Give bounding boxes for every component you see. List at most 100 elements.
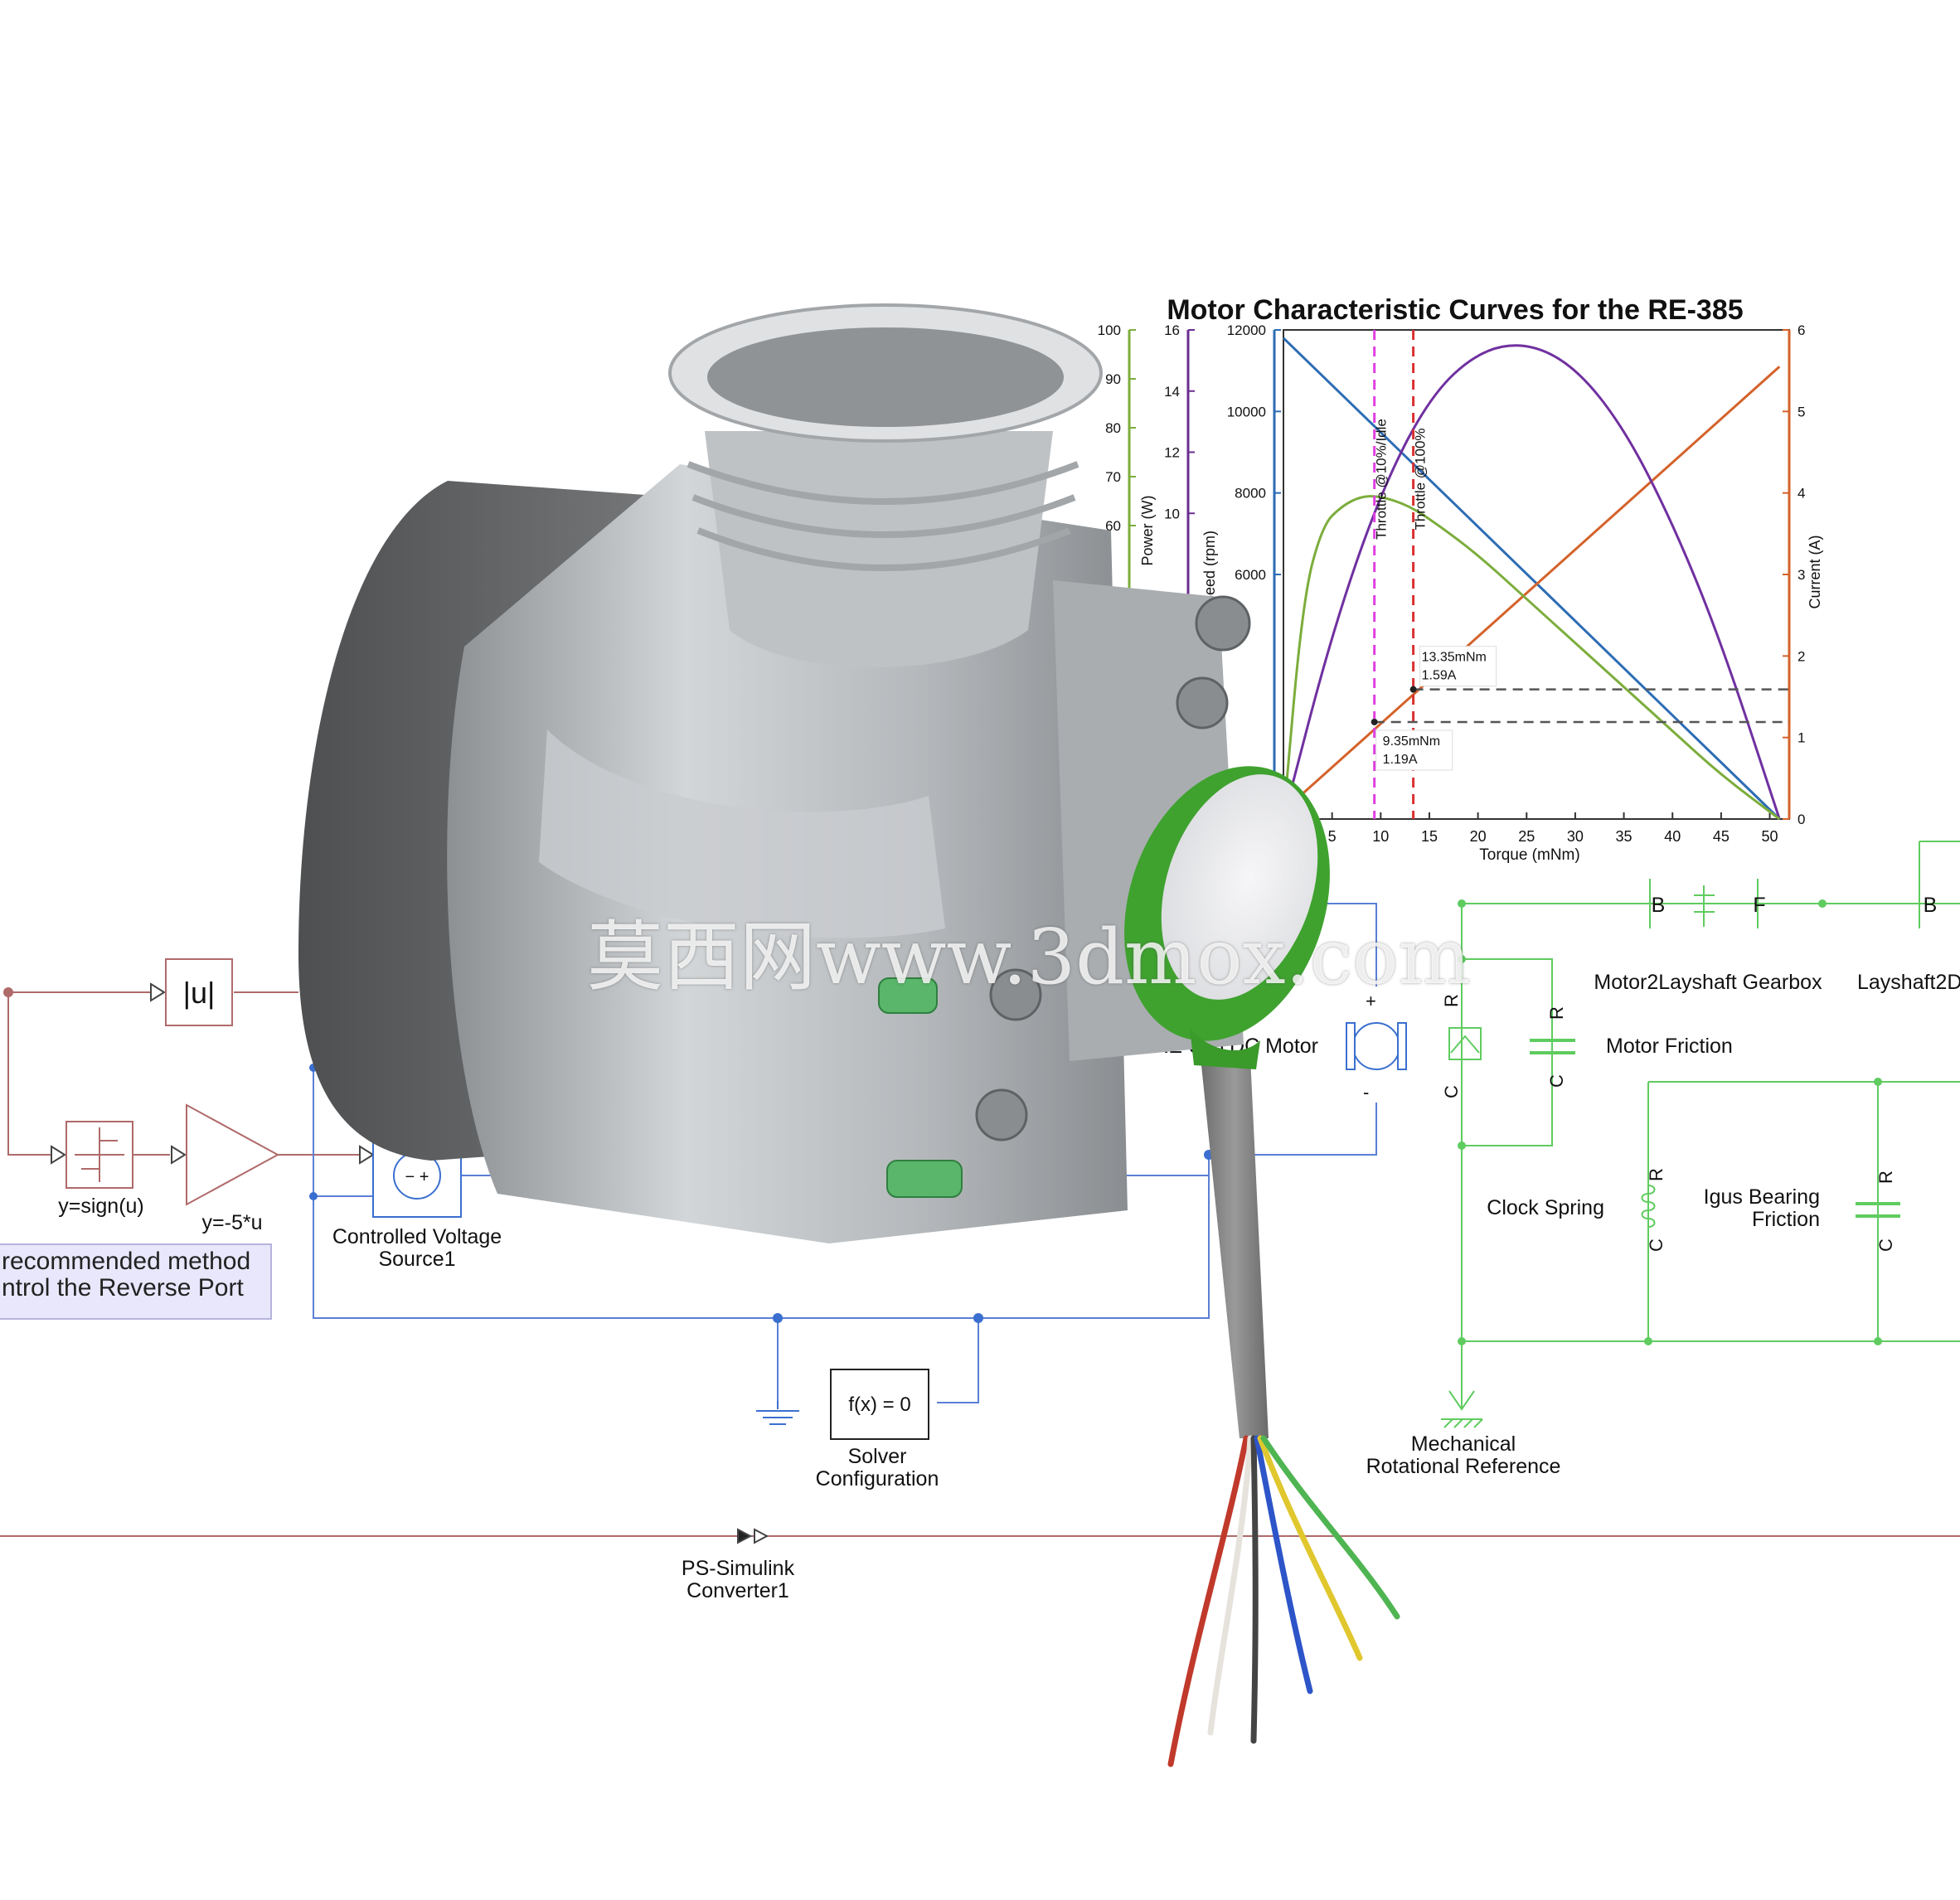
abs-symbol: |u|	[183, 976, 216, 1010]
signal-arrows	[51, 982, 769, 1544]
mechanical-junctions	[1458, 899, 1882, 1345]
y-tick-label-1: 12	[1164, 445, 1180, 461]
sensor-cable	[1201, 1057, 1269, 1438]
y-tick-label-0: 60	[1105, 518, 1121, 534]
solver-label-2: Configuration	[816, 1467, 939, 1490]
solver-block[interactable]	[830, 1369, 929, 1440]
motor-port-r: R	[1441, 994, 1462, 1007]
layshaft-label: Layshaft2D	[1857, 971, 1960, 994]
friction-port-c: C	[1546, 1074, 1567, 1088]
gain-block[interactable]	[186, 1103, 280, 1206]
throttle-label-1: Throttle @100%	[1413, 428, 1429, 530]
sensor-face	[1161, 774, 1318, 1000]
signal-lines	[0, 991, 1960, 1537]
abs-block[interactable]	[165, 958, 233, 1026]
signal-junction	[3, 987, 13, 997]
y-tick-label-0: 90	[1105, 371, 1121, 387]
motor-port-c: C	[1441, 1085, 1462, 1098]
mechanical-reference-icon[interactable]	[1441, 1341, 1483, 1428]
annotation-point-0	[1409, 686, 1417, 693]
sign-label: y=sign(u)	[58, 1195, 144, 1218]
y-axis-title-1: Speed (rpm)	[1201, 531, 1218, 613]
spring-port-c: C	[1646, 1238, 1666, 1252]
series-line-1	[1282, 366, 1781, 812]
clock-spring-icon[interactable]	[1641, 1185, 1656, 1228]
gearbox-port-b: B	[1652, 894, 1666, 917]
green-fittings	[878, 977, 963, 1198]
y-tick-label-2: 10000	[1227, 404, 1266, 419]
y-tick-label-2: 12000	[1227, 322, 1266, 338]
motor-friction-icon[interactable]	[1530, 1039, 1575, 1054]
motor-plus-port: +	[1366, 991, 1376, 1011]
x-tick-label: 15	[1421, 828, 1438, 845]
bearing-port-c: C	[1875, 1238, 1896, 1252]
annotation-point-1	[1371, 718, 1378, 725]
y-tick-label-right: 6	[1797, 322, 1805, 338]
y-tick-label-0: 70	[1105, 469, 1121, 485]
annotation-torque-1: 9.35mNm	[1383, 734, 1440, 749]
friction-port-r: R	[1546, 1006, 1567, 1020]
gearbox-block[interactable]	[1694, 885, 1715, 927]
x-tick-label: 50	[1762, 828, 1778, 845]
solver-formula: f(x) = 0	[848, 1393, 910, 1416]
watermark: 莫西网www.3dmox.com	[587, 913, 1471, 1001]
series-line-2	[1282, 344, 1781, 820]
y-tick-label-2: 6000	[1235, 567, 1266, 583]
svg-text:− +: − +	[405, 1168, 429, 1186]
voltage-source-label-1: Controlled Voltage	[332, 1225, 502, 1248]
igus-bearing-icon[interactable]	[1856, 1202, 1900, 1218]
mech-ref-label-1: Mechanical	[1411, 1432, 1516, 1456]
igus-bearing-label-1: Igus Bearing	[1704, 1185, 1820, 1209]
y-tick-label-1: 14	[1164, 384, 1180, 400]
y-tick-label-right: 4	[1797, 486, 1805, 502]
annotation-torque-0: 13.35mNm	[1422, 651, 1487, 665]
electrical-ground-icon	[756, 1401, 799, 1425]
y-tick-label-0: 100	[1098, 322, 1121, 338]
layshaft-port-b: B	[1924, 894, 1938, 917]
voltage-source-label-2: Source1	[378, 1248, 455, 1271]
y-axis-title-right: Current (A)	[1807, 535, 1823, 608]
sign-icon	[75, 1127, 124, 1182]
bolt-heads	[975, 595, 1251, 1141]
bearing-port-r: R	[1875, 1171, 1896, 1184]
series-line-0	[1282, 337, 1781, 821]
clock-spring-label: Clock Spring	[1487, 1196, 1604, 1219]
y-tick-label-right: 2	[1797, 648, 1805, 664]
throttle-label-0: Throttle @10%/Idle	[1374, 419, 1390, 540]
y-tick-label-right: 3	[1797, 567, 1805, 583]
y-tick-label-2: 8000	[1235, 486, 1266, 502]
note-line-1: recommended method	[2, 1248, 251, 1275]
x-tick-label: 40	[1664, 828, 1681, 845]
motor-minus-port: -	[1363, 1082, 1369, 1103]
motor-friction-label: Motor Friction	[1606, 1035, 1733, 1058]
note-line-2: ntrol the Reverse Port	[2, 1274, 244, 1301]
igus-bearing-label-2: Friction	[1752, 1208, 1820, 1231]
dc-motor-icon[interactable]	[1346, 1022, 1407, 1070]
electrical-junctions	[309, 1064, 1214, 1323]
y-tick-label-right: 1	[1797, 730, 1805, 746]
annotation-note[interactable]: recommended method ntrol the Reverse Por…	[0, 1243, 272, 1320]
x-tick-label: 20	[1470, 828, 1487, 845]
gearbox-port-f: F	[1753, 894, 1765, 917]
gain-label: y=-5*u	[202, 1211, 263, 1234]
x-tick-label: 5	[1328, 828, 1337, 845]
y-tick-label-1: 16	[1164, 322, 1180, 338]
y-axis-title-0: Power (W)	[1139, 496, 1156, 566]
x-tick-label: 45	[1713, 828, 1730, 845]
x-tick-label: 25	[1518, 828, 1535, 845]
housing-highlight	[539, 729, 945, 938]
x-tick-label: 10	[1372, 828, 1389, 845]
solver-label-1: Solver	[848, 1445, 907, 1468]
y-tick-label-right: 5	[1797, 404, 1805, 419]
spring-port-r: R	[1646, 1168, 1666, 1181]
chart-title: Motor Characteristic Curves for the RE-3…	[1167, 294, 1743, 326]
gearbox-label: Motor2Layshaft Gearbox	[1594, 971, 1822, 994]
annotation-box-1	[1375, 729, 1453, 771]
annotation-current-1: 1.19A	[1383, 753, 1418, 767]
converter-label-2: Converter1	[686, 1579, 789, 1602]
x-tick-label: 35	[1616, 828, 1633, 845]
mech-ref-label-2: Rotational Reference	[1366, 1455, 1561, 1478]
